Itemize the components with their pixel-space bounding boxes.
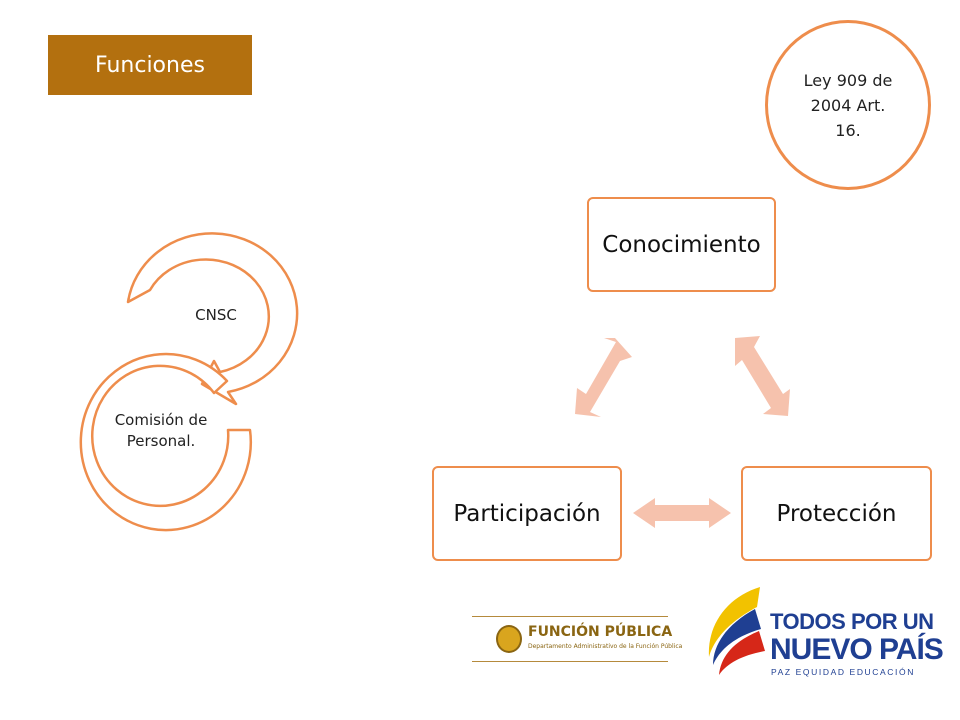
- title-box: Funciones: [48, 35, 252, 95]
- node-proteccion-label: Protección: [776, 500, 897, 527]
- cycle-label-cnsc: CNSC: [195, 306, 237, 324]
- page-title: Funciones: [95, 52, 205, 78]
- slogan-line-3: PAZ EQUIDAD EDUCACIÓN: [771, 667, 915, 677]
- cycle-label-comision: Comisión de Personal.: [114, 411, 208, 450]
- funcion-publica-subtitle: Departamento Administrativo de la Funció…: [528, 643, 683, 650]
- todos-por-un-nuevo-pais-logo: TODOS POR UN NUEVO PAÍS PAZ EQUIDAD EDUC…: [705, 585, 944, 685]
- logo-rule-top: [472, 616, 668, 617]
- node-conocimiento-label: Conocimiento: [602, 231, 761, 258]
- node-proteccion: Protección: [741, 466, 932, 561]
- funcion-publica-name: FUNCIÓN PÚBLICA: [528, 624, 673, 640]
- node-conocimiento: Conocimiento: [587, 197, 776, 292]
- ley-reference-text: Ley 909 de 2004 Art. 16.: [803, 70, 893, 140]
- cycle-arrow-bottom: [79, 352, 252, 532]
- coat-of-arms-icon: [496, 625, 522, 653]
- flag-swoosh-icon: [708, 587, 765, 675]
- slogan-line-2: NUEVO PAÍS: [770, 633, 944, 666]
- logo-rule-bottom: [472, 661, 668, 662]
- double-arrow-right: [735, 336, 790, 416]
- double-arrow-bottom: [633, 498, 731, 528]
- funcion-publica-logo: FUNCIÓN PÚBLICA Departamento Administrat…: [472, 616, 682, 662]
- double-arrow-left: [575, 338, 632, 417]
- ley-reference-circle: Ley 909 de 2004 Art. 16.: [765, 20, 931, 190]
- node-participacion: Participación: [432, 466, 622, 561]
- node-participacion-label: Participación: [453, 500, 601, 527]
- slogan-line-1: TODOS POR UN: [770, 609, 934, 634]
- cycle-arrow-top: [126, 232, 299, 406]
